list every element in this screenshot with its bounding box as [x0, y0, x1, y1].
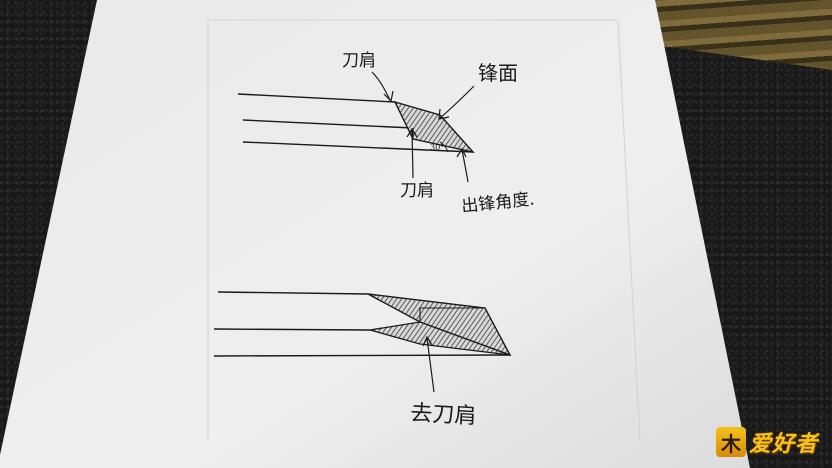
blade-line-top	[237, 93, 396, 103]
blade-line-middle-b	[213, 328, 371, 331]
arrowhead-bevel-face	[438, 108, 450, 120]
top-bevel-diagram: 刀肩 锋面 刀肩 30° 出锋角度.	[237, 51, 536, 217]
bottom-bevel-diagram: 去刀肩	[213, 291, 512, 429]
watermark-logo: 木	[716, 427, 746, 457]
arrow-bevel-face	[439, 85, 475, 119]
blade-line-bottom	[242, 141, 474, 153]
paper-frame-right	[617, 19, 641, 441]
arrowhead-remove-shoulder	[422, 335, 433, 347]
blade-line-bottom-b	[213, 354, 511, 357]
arrow-edge-angle	[461, 149, 469, 183]
bevel-face-hatched	[393, 100, 475, 154]
paper	[0, 0, 750, 468]
angle-arc	[439, 141, 449, 153]
arrowhead-shoulder-lower	[406, 127, 418, 138]
label-shoulder-upper: 刀肩	[342, 51, 376, 71]
blade-line-top-b	[217, 291, 369, 295]
watermark-text: 爱好者	[749, 432, 819, 457]
label-shoulder-lower: 刀肩	[400, 181, 434, 201]
arrow-shoulder-upper	[371, 71, 391, 101]
arrow-remove-shoulder	[426, 337, 435, 393]
watermark: 木 爱好者	[716, 426, 818, 458]
arrow-shoulder-lower	[411, 129, 414, 179]
arrowhead-shoulder-upper	[383, 90, 394, 103]
label-remove-shoulder: 去刀肩	[410, 401, 477, 429]
arrowhead-edge-angle	[456, 147, 467, 158]
blade-line-middle	[242, 119, 414, 129]
bevel-lower-hatched	[369, 321, 511, 356]
label-bevel-face: 锋面	[478, 61, 518, 85]
label-angle-small: 30°	[430, 143, 444, 152]
